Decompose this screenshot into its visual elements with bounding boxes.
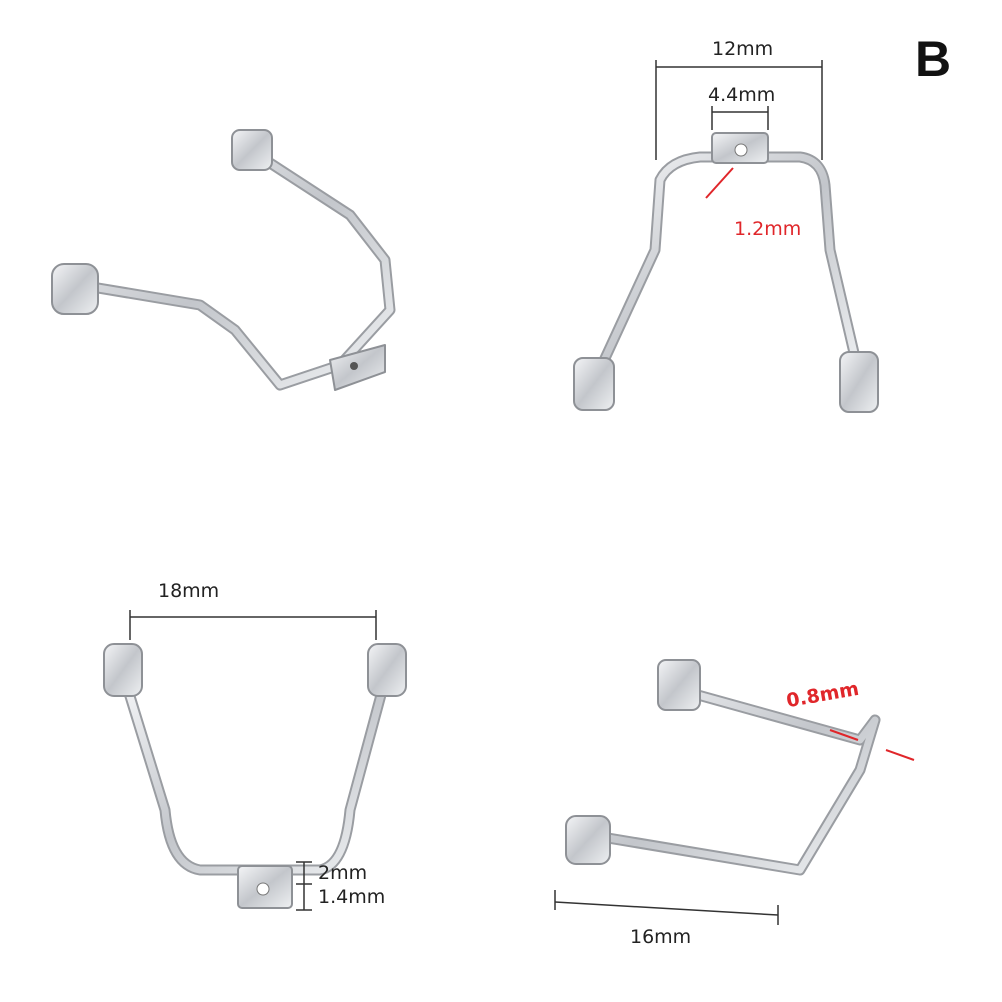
dimension-label-1-2mm: 1.2mm [734, 218, 802, 240]
nose-pad-arm-wide [103, 643, 407, 909]
dimension-label-2mm: 2mm [318, 862, 368, 884]
dimension-lines-bottom-left [129, 610, 377, 911]
dimension-label-12mm: 12mm [712, 38, 774, 60]
dimension-label-18mm: 18mm [158, 580, 220, 602]
dimension-label-4-4mm: 4.4mm [708, 84, 776, 106]
dimension-lines-bottom-right [554, 729, 915, 925]
dimension-label-1-4mm: 1.4mm [318, 886, 386, 908]
nose-pad-arm-side [565, 659, 881, 876]
nose-pad-arm-front [573, 132, 879, 413]
nose-pad-arm-perspective [51, 129, 396, 391]
dimension-lines-top-right [655, 60, 823, 199]
panel-letter: B [915, 31, 952, 87]
dimension-label-16mm: 16mm [630, 926, 692, 948]
